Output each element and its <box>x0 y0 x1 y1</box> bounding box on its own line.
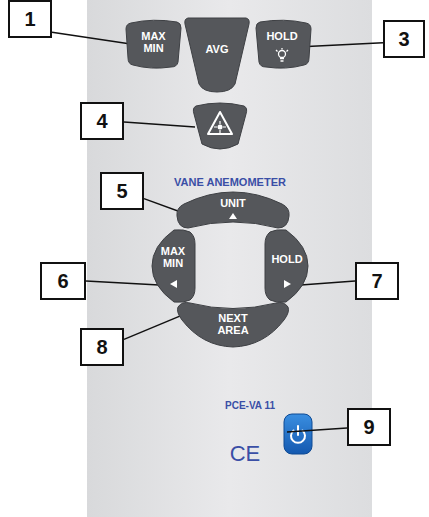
callout-box: 8 <box>80 328 124 366</box>
power-button <box>284 414 312 454</box>
callout-box: 6 <box>40 262 86 300</box>
button-outline <box>152 230 195 303</box>
button-shape <box>264 228 310 304</box>
up-arrow-icon <box>229 213 237 219</box>
leader-line <box>124 122 195 127</box>
leader-line <box>307 43 383 47</box>
button-outline <box>256 20 311 68</box>
leader-line <box>287 428 347 432</box>
keypad-panel <box>87 0 372 517</box>
right-arrow-icon <box>284 280 291 288</box>
keypad-button: NEXT AREA <box>174 298 292 350</box>
left-arrow-icon <box>170 280 177 288</box>
keypad-button: UNIT <box>174 186 292 234</box>
ce-mark: CE <box>215 442 275 466</box>
keypad-button: MAX MIN <box>150 228 196 304</box>
callout-box: 4 <box>80 102 124 140</box>
keypad-button: MAX MIN <box>125 18 182 70</box>
laser-button <box>193 103 246 149</box>
keypad-button: AVG <box>183 14 251 94</box>
leader-line <box>301 281 355 285</box>
callout-box: 3 <box>383 20 425 58</box>
light-bulb-icon <box>276 48 288 61</box>
button-label: HOLD <box>269 254 305 266</box>
leader-line-stroke <box>307 43 383 47</box>
callout-box: 7 <box>355 262 399 300</box>
callout-number: 3 <box>398 29 409 49</box>
leader-line <box>52 32 131 44</box>
model-number: PCE-VA 11 <box>200 400 300 411</box>
leader-line <box>124 314 186 340</box>
button-outline <box>178 303 289 348</box>
button-shape <box>252 18 312 70</box>
button-label: AVG <box>197 44 237 56</box>
leader-line-stroke <box>124 314 186 340</box>
keypad-button: HOLD <box>264 228 310 304</box>
button-outline <box>177 192 289 228</box>
leader-line <box>86 281 159 285</box>
callout-number: 8 <box>96 337 107 357</box>
callout-number: 1 <box>24 9 35 29</box>
callout-number: 6 <box>57 271 68 291</box>
button-label: MAX MIN <box>156 246 190 269</box>
button-label: UNIT <box>213 198 253 210</box>
button-outline <box>126 20 181 68</box>
device-name: VANE ANEMOMETER <box>150 176 310 188</box>
callout-number: 7 <box>371 271 382 291</box>
button-shape <box>174 186 292 234</box>
leader-line-stroke <box>301 281 355 285</box>
leader-line-stroke <box>52 32 131 44</box>
callout-box: 5 <box>100 172 144 210</box>
callout-number: 5 <box>116 181 127 201</box>
button-label: NEXT AREA <box>215 313 251 336</box>
button-label: HOLD <box>262 31 302 43</box>
keypad-button: HOLD <box>252 18 312 70</box>
button-outline <box>265 230 308 303</box>
button-label: MAX MIN <box>137 31 171 54</box>
button-outline <box>185 18 249 92</box>
leader-line-stroke <box>86 281 159 285</box>
callout-number: 9 <box>363 417 374 437</box>
callout-number: 4 <box>96 111 107 131</box>
callout-box: 9 <box>347 408 391 446</box>
callout-box: 1 <box>8 0 52 38</box>
